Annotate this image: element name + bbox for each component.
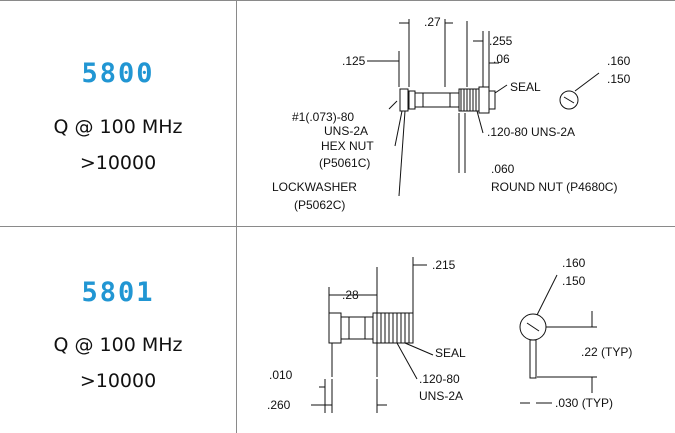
column-divider xyxy=(236,0,237,433)
dim-label: .060 xyxy=(491,162,515,176)
dim-label: .28 xyxy=(342,288,359,302)
typ-dim-label: .22 (TYP) xyxy=(581,345,632,359)
drawing-5801: .215 .28 SEAL .120-80 UNS-2A .010 .260 .… xyxy=(267,256,632,413)
row-divider xyxy=(0,226,675,227)
dim-label: .27 xyxy=(424,15,441,29)
hex-nut-label: HEX NUT xyxy=(321,139,374,153)
model-number-5800: 5800 xyxy=(81,58,155,89)
lockwasher-label: LOCKWASHER xyxy=(272,180,357,194)
q-value: >10000 xyxy=(79,152,157,174)
model-number-5801: 5801 xyxy=(81,277,155,308)
dim-label: .160 xyxy=(562,256,586,270)
lockwasher-part: (P5062C) xyxy=(294,198,345,212)
dim-label: .260 xyxy=(267,398,291,412)
hex-nut-part: (P5061C) xyxy=(319,156,370,170)
q-label: Q @ 100 MHz xyxy=(53,334,183,356)
thread-label: #1(.073)-80 xyxy=(292,110,354,124)
typ-dim-label: .030 (TYP) xyxy=(555,396,613,410)
round-nut-label: ROUND NUT (P4680C) xyxy=(491,180,617,194)
q-label: Q @ 100 MHz xyxy=(53,116,183,138)
dim-label: .215 xyxy=(432,258,456,272)
thread-label: UNS-2A xyxy=(324,124,368,138)
seal-label: SEAL xyxy=(435,346,466,360)
dim-label: .150 xyxy=(562,274,586,288)
thread-label: UNS-2A xyxy=(419,389,463,403)
thread-label: .120-80 xyxy=(419,372,460,386)
dim-label: .160 xyxy=(607,54,631,68)
dim-label: .150 xyxy=(607,72,631,86)
dim-label: .125 xyxy=(342,54,366,68)
table-top-border xyxy=(0,0,675,1)
seal-label: SEAL xyxy=(510,80,541,94)
thread-label: .120-80 UNS-2A xyxy=(487,125,575,139)
dim-label: .010 xyxy=(269,368,293,382)
dim-label: .255 xyxy=(489,34,513,48)
dim-label: .06 xyxy=(493,52,510,66)
q-value: >10000 xyxy=(79,370,157,392)
drawing-5800: .27 .255 .125 .06 SEAL .160 .150 #1(.073… xyxy=(272,15,631,212)
